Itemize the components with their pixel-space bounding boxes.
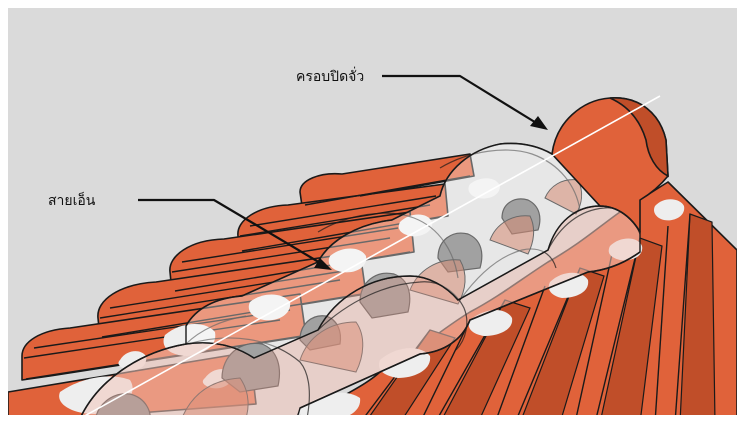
label-ridge-cap: ครอบปิดจั่ว bbox=[296, 67, 364, 85]
label-mortar: สายเอ็น bbox=[48, 191, 96, 209]
